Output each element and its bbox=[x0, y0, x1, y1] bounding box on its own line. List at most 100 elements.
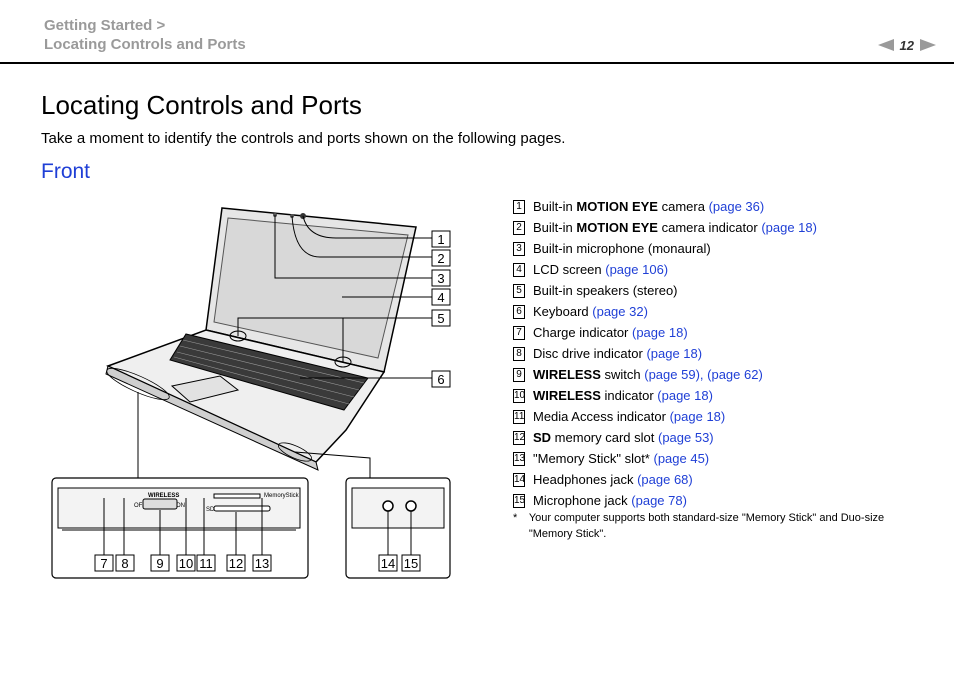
sd-label: SD bbox=[206, 507, 215, 513]
page-link[interactable]: (page 53) bbox=[657, 430, 714, 445]
list-item: 5 Built-in speakers (stereo) bbox=[513, 280, 817, 301]
next-page-arrow-icon[interactable] bbox=[920, 39, 936, 51]
item-text: Built-in speakers (stereo) bbox=[533, 283, 678, 298]
page-link[interactable]: (page 45) bbox=[653, 451, 710, 466]
item-number-badge: 14 bbox=[513, 472, 526, 487]
callout-label: 5 bbox=[437, 311, 444, 326]
callout-label: 12 bbox=[229, 556, 243, 571]
item-text: Charge indicator bbox=[533, 325, 632, 340]
item-bold-text: WIRELESS bbox=[533, 388, 601, 403]
list-item: 1 Built-in MOTION EYE camera (page 36) bbox=[513, 196, 817, 217]
page-link[interactable]: (page 68) bbox=[637, 472, 693, 487]
list-item: 2 Built-in MOTION EYE camera indicator (p… bbox=[513, 217, 817, 238]
callout-label: 7 bbox=[100, 556, 107, 571]
callout-label: 1 bbox=[437, 232, 444, 247]
headphones-jack bbox=[382, 500, 394, 512]
callout-label: 2 bbox=[437, 251, 444, 266]
breadcrumb-parent[interactable]: Getting Started > bbox=[44, 17, 166, 34]
callout-label: 9 bbox=[156, 556, 163, 571]
ms-label: MemoryStick bbox=[264, 493, 300, 499]
list-item: 11 Media Access indicator (page 18) bbox=[513, 406, 817, 427]
page-number: 12 bbox=[899, 37, 914, 53]
page-link[interactable]: (page 106) bbox=[605, 262, 669, 277]
footnote: * Your computer supports both standard-s… bbox=[513, 510, 913, 542]
page-link[interactable]: (page 59) bbox=[644, 367, 700, 382]
list-item: 3 Built-in microphone (monaural) bbox=[513, 238, 817, 259]
microphone-jack bbox=[405, 500, 417, 512]
callouts-bottom-left: 7 8 9 10 11 12 13 bbox=[94, 554, 272, 572]
item-text: switch bbox=[600, 367, 645, 382]
laptop-base bbox=[106, 329, 386, 463]
callout-label: 13 bbox=[255, 556, 269, 571]
callout-label: 8 bbox=[121, 556, 128, 571]
item-text: Microphone jack bbox=[533, 493, 632, 508]
item-number-badge: 2 bbox=[513, 220, 525, 235]
item-text: Headphones jack bbox=[533, 472, 638, 487]
item-number-badge: 3 bbox=[513, 241, 525, 256]
callout-label: 11 bbox=[199, 556, 213, 571]
callouts-right: 1 2 3 4 5 6 bbox=[431, 230, 451, 388]
page-navigation: 12 bbox=[877, 36, 936, 54]
item-text: indicator bbox=[600, 388, 658, 403]
item-text: Keyboard bbox=[533, 304, 593, 319]
item-text: camera bbox=[657, 199, 709, 214]
item-bold-text: MOTION EYE bbox=[576, 199, 658, 214]
sd-slot bbox=[213, 505, 271, 512]
off-label: OFF bbox=[134, 503, 146, 509]
memory-stick-slot bbox=[213, 493, 261, 499]
item-number-badge: 7 bbox=[513, 325, 525, 340]
item-text: camera indicator bbox=[657, 220, 762, 235]
page-link[interactable]: (page 32) bbox=[592, 304, 648, 319]
page-link[interactable]: (page 18) bbox=[761, 220, 817, 235]
section-heading: Front bbox=[41, 160, 91, 183]
intro-text: Take a moment to identify the controls a… bbox=[41, 130, 566, 147]
item-text: Media Access indicator bbox=[533, 409, 670, 424]
breadcrumb-current: Locating Controls and Ports bbox=[44, 36, 246, 53]
list-item: 10 WIRELESS indicator (page 18) bbox=[513, 385, 817, 406]
item-number-badge: 13 bbox=[513, 451, 526, 466]
item-text: Built-in bbox=[533, 220, 577, 235]
item-text: Built-in bbox=[533, 199, 577, 214]
laptop-front-illustration: 1 2 3 4 5 6 WIRELESS OFF ON SD MemorySti… bbox=[51, 207, 451, 579]
item-number-badge: 15 bbox=[513, 493, 526, 508]
wireless-label: WIRELESS bbox=[148, 493, 179, 499]
wireless-switch bbox=[142, 498, 178, 510]
page-link[interactable]: (page 36) bbox=[708, 199, 765, 214]
item-text: "Memory Stick" slot* bbox=[533, 451, 654, 466]
on-label: ON bbox=[176, 503, 185, 509]
item-text: Disc drive indicator bbox=[533, 346, 647, 361]
list-item: 15 Microphone jack (page 78) bbox=[513, 490, 817, 511]
callout-label: 10 bbox=[179, 556, 193, 571]
callout-label: 3 bbox=[437, 271, 444, 286]
item-bold-text: SD bbox=[533, 430, 552, 445]
page-link[interactable]: (page 18) bbox=[632, 325, 688, 340]
footnote-mark: * bbox=[513, 512, 518, 524]
page-link[interactable]: (page 62) bbox=[707, 367, 763, 382]
item-number-badge: 8 bbox=[513, 346, 525, 361]
lcd-screen bbox=[213, 217, 409, 359]
previous-page-arrow-icon[interactable] bbox=[877, 39, 894, 51]
item-text: memory card slot bbox=[551, 430, 658, 445]
link-separator: , bbox=[699, 367, 708, 382]
list-item: 7 Charge indicator (page 18) bbox=[513, 322, 817, 343]
item-number-badge: 10 bbox=[513, 388, 526, 403]
page-link[interactable]: (page 78) bbox=[631, 493, 687, 508]
breadcrumb: Getting Started > Locating Controls and … bbox=[44, 16, 246, 54]
item-number-badge: 5 bbox=[513, 283, 525, 298]
list-item: 8 Disc drive indicator (page 18) bbox=[513, 343, 817, 364]
keyboard bbox=[169, 333, 369, 411]
item-bold-text: WIRELESS bbox=[533, 367, 601, 382]
page-link[interactable]: (page 18) bbox=[657, 388, 713, 403]
item-text: Built-in microphone (monaural) bbox=[533, 241, 711, 256]
item-number-badge: 1 bbox=[513, 199, 525, 214]
item-number-badge: 4 bbox=[513, 262, 525, 277]
item-bold-text: MOTION EYE bbox=[576, 220, 658, 235]
page-link[interactable]: (page 18) bbox=[669, 409, 726, 424]
callout-label: 4 bbox=[437, 290, 444, 305]
page-link[interactable]: (page 18) bbox=[646, 346, 703, 361]
header-divider bbox=[0, 62, 954, 64]
item-number-badge: 11 bbox=[513, 409, 525, 424]
